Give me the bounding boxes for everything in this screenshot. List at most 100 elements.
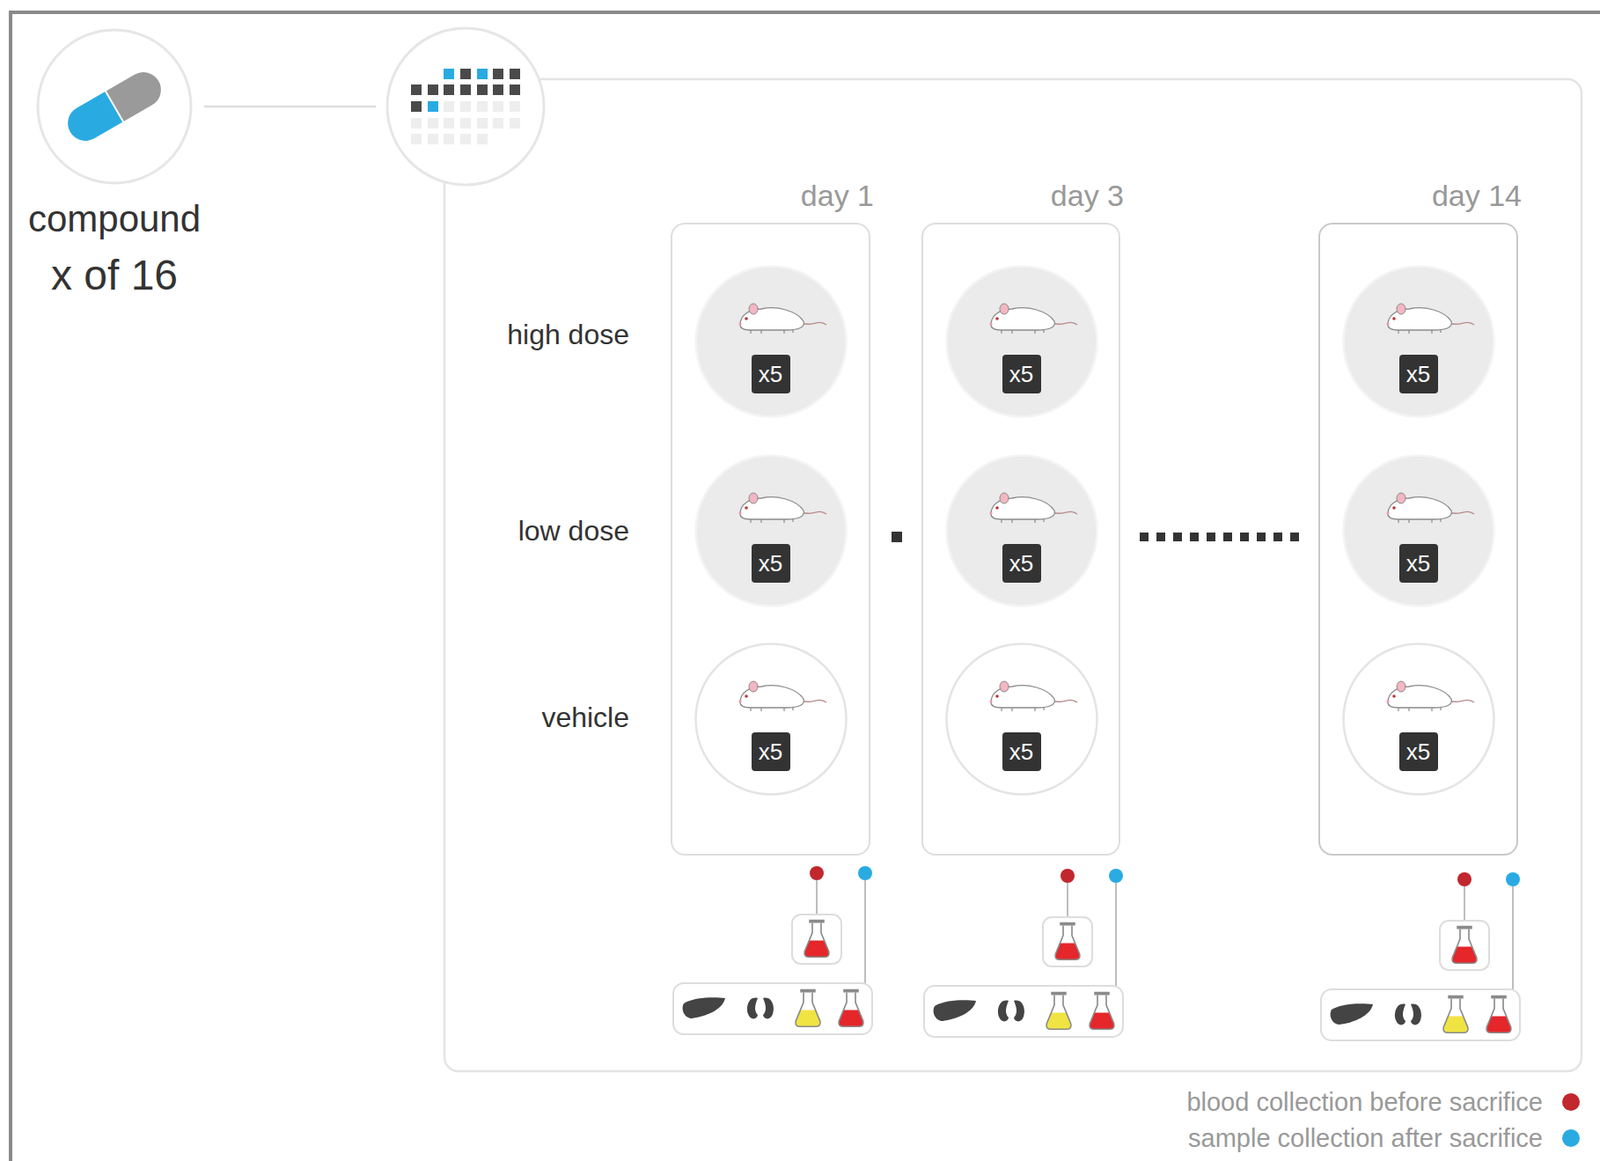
animal-group-circle: x5 [945,642,1099,796]
ellipsis-dot [1240,532,1249,542]
count-badge: x5 [751,543,791,583]
mouse-icon [989,492,1078,523]
day-label: day 3 [923,177,1124,213]
calendar-cell [460,68,471,80]
circle-outline [695,455,846,607]
calendar-cell [460,101,471,112]
ellipsis-dot [1173,532,1182,542]
outer-frame [10,12,1600,1161]
calendar-cell [492,101,504,112]
calendar-icon [411,68,521,145]
mouse-icon [738,681,827,712]
mouse-icon [738,303,827,334]
ellipsis-dot [1290,532,1300,542]
calendar-cell [492,84,504,96]
group-circle-outline [1342,642,1496,796]
mouse-icon [738,492,827,523]
calendar-cell [460,117,471,129]
group-circle-outline [1342,264,1496,419]
circle-outline [1343,455,1494,607]
day-label: day 14 [1320,177,1522,213]
mouse-icon [1386,681,1475,712]
study-panel [444,79,1582,1072]
circle-outline [37,29,191,184]
day-label: day 1 [672,177,874,213]
calendar-cell [509,68,521,80]
count-badge: x5 [1399,543,1439,583]
mouse-icon [1386,492,1475,523]
compound-label: x of 16 [17,252,212,299]
calendar-cell [443,133,455,145]
calendar-cell [477,101,488,112]
animal-group-circle: x5 [945,454,1099,608]
collection-group [1321,872,1520,1041]
compound-circle-outline [36,28,193,185]
circle-outline [695,266,846,418]
calendar-cell [443,101,455,112]
compound-circle: compound x of 16 [17,28,212,299]
ellipsis-dot [1223,532,1233,542]
calendar-cell [509,84,521,96]
link-line [204,105,376,109]
count-badge: x5 [1002,543,1042,583]
legend-swatch [1562,1093,1580,1111]
ellipsis-dot [1256,532,1266,542]
legend-swatch [1562,1129,1580,1147]
group-circle-outline [1342,454,1496,608]
circle-outline [946,266,1097,418]
calendar-cell [477,133,488,145]
group-circle-outline [945,642,1099,796]
circle-outline [695,644,846,795]
calendar-circle [387,28,544,185]
circle-outline [1343,266,1494,418]
group-circle-outline [694,264,848,419]
legend-text: sample collection after sacrifice [1188,1122,1543,1154]
calendar-cell [460,84,471,96]
ellipsis-dot [891,531,903,543]
pill-icon [61,66,168,148]
timepoint-column: day 3x5x5x5 [921,222,1121,856]
calendar-cell [427,117,439,129]
calendar-cell [477,84,488,96]
calendar-cell [443,84,455,96]
calendar-cell [411,133,422,145]
group-circle-outline [945,264,1099,419]
calendar-cell [477,117,488,129]
animal-group-circle: x5 [945,264,1099,419]
calendar-cell [443,68,455,80]
mouse-icon [1386,303,1475,334]
circle-outline [946,644,1097,795]
compound-label: compound [17,199,212,239]
count-badge: x5 [751,354,791,394]
ellipsis-dot [1206,532,1216,542]
group-circle-outline [694,454,848,608]
timepoint-column: day 14x5x5x5 [1318,222,1519,856]
timepoint-column: day 1x5x5x5 [670,222,871,856]
ellipsis-dot [1189,532,1199,542]
collection-group [924,868,1123,1037]
calendar-cell [443,117,455,129]
mouse-icon [989,681,1078,712]
animal-group-circle: x5 [1342,454,1496,608]
count-badge: x5 [1002,732,1042,771]
ellipsis-dot [1139,532,1149,542]
calendar-cell [427,133,439,145]
calendar-cell [509,101,521,112]
calendar-cell [477,68,488,80]
ellipsis-dot [1273,532,1283,542]
animal-group-circle: x5 [694,264,848,419]
count-badge: x5 [751,732,791,771]
animal-group-circle: x5 [694,454,848,608]
calendar-cell [411,117,422,129]
legend-text: blood collection before sacrifice [1186,1086,1543,1118]
row-label: vehicle [334,699,630,735]
collection-group [673,866,873,1035]
row-label: low dose [334,513,630,549]
calendar-cell [411,84,422,96]
count-badge: x5 [1399,354,1439,394]
circle-outline [946,455,1097,607]
group-circle-outline [945,454,1099,608]
row-label: high dose [334,316,630,353]
calendar-cell [411,101,422,112]
